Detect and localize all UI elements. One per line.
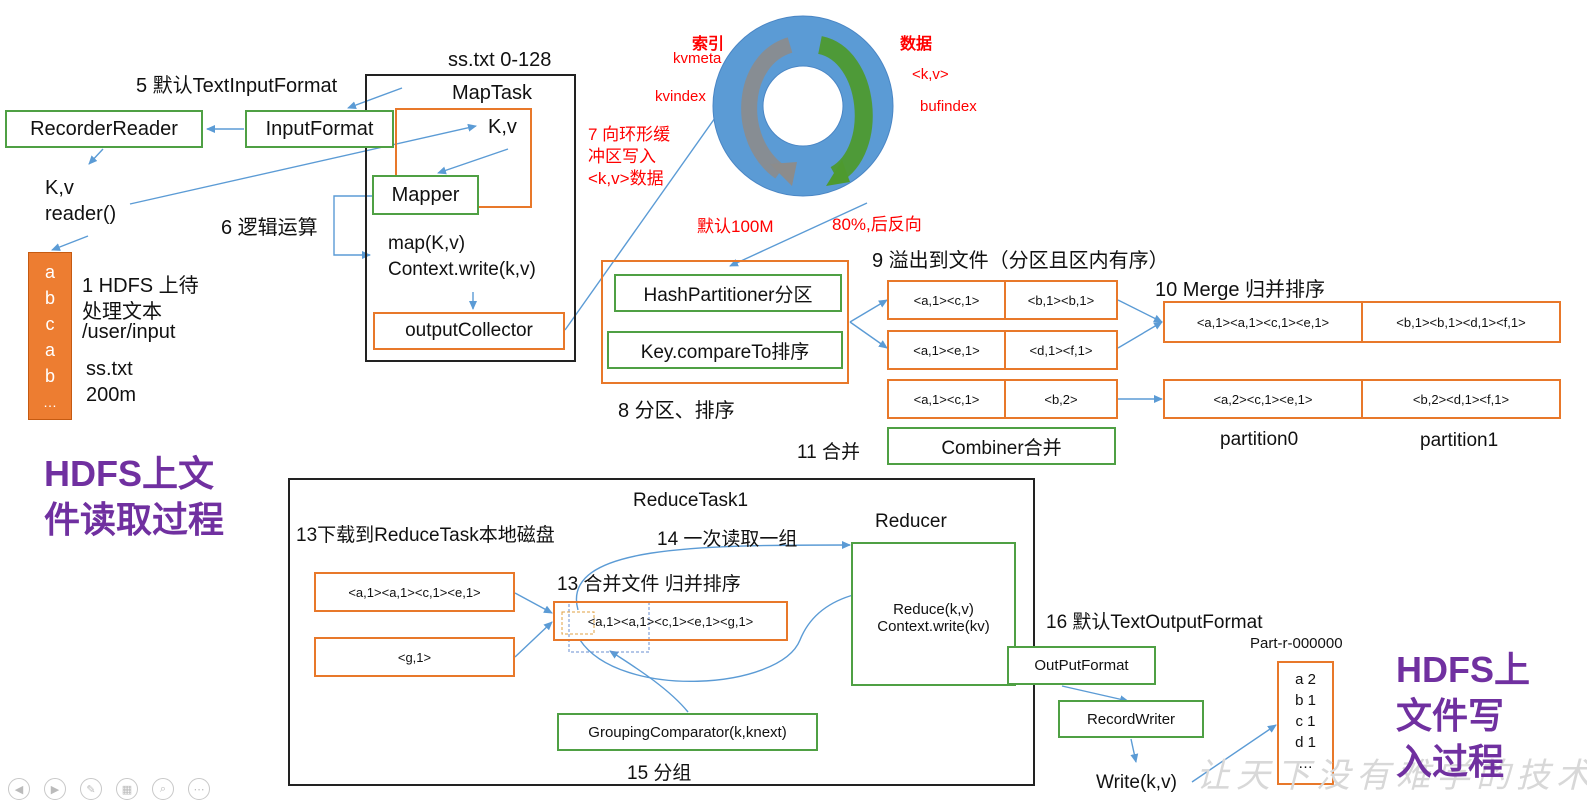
default-output-format-label: 16 默认TextOutputFormat [1046, 612, 1263, 633]
reader-call-label: reader() [45, 203, 117, 225]
write-buffer-label-1: 7 向环形缓 [588, 125, 671, 144]
grouping-comparator-box: GroupingComparator(k,knext) [557, 713, 818, 751]
part-line: … [1298, 755, 1313, 772]
map-call-label: map(K,v) [388, 233, 466, 254]
hdfs-note-line3: /user/input [82, 321, 176, 343]
file-size-label: 200m [86, 384, 137, 406]
data-label: 数据 [900, 36, 933, 53]
more-options-icon[interactable]: ⋯ [188, 778, 210, 800]
recorder-reader-box: RecorderReader [5, 110, 203, 148]
kvindex-label: kvindex [655, 88, 706, 105]
spill-cell: <b,2> [1004, 379, 1118, 419]
slides-grid-icon[interactable]: ▦ [116, 778, 138, 800]
merge-cell: <b,1><b,1><d,1><f,1> [1361, 301, 1561, 343]
write-process-title-1: HDFS上 [1396, 649, 1530, 690]
reducer-box: Reduce(k,v) Context.write(kv) [851, 542, 1016, 686]
next-slide-icon[interactable]: ▶ [44, 778, 66, 800]
key-compare-box: Key.compareTo排序 [607, 331, 843, 369]
part-line: a 2 [1295, 671, 1316, 688]
part-line: d 1 [1295, 734, 1316, 751]
file-letter: b [44, 288, 55, 308]
merge-cell: <b,2><d,1><f,1> [1361, 379, 1561, 419]
output-format-box: OutPutFormat [1007, 646, 1156, 685]
spill-cell: <a,1><c,1> [887, 379, 1006, 419]
split-label: ss.txt 0-128 [448, 49, 552, 71]
kvmeta-label: kvmeta [673, 50, 722, 67]
kv-mapper-input: K,v [488, 116, 517, 138]
reduce-context-write-label: Context.write(kv) [877, 618, 990, 635]
read-process-title-2: 件读取过程 [44, 499, 225, 540]
file-name-label: ss.txt [86, 358, 133, 380]
reverse-threshold-label: 80%,后反向 [832, 215, 922, 234]
logic-operation-label: 6 逻辑运算 [221, 217, 318, 239]
index-label: 索引 [692, 36, 725, 53]
bufindex-label: bufindex [920, 98, 977, 115]
write-process-title-2: 文件写 [1396, 695, 1505, 736]
maptask-title: MapTask [452, 82, 533, 104]
file-letter: c [45, 314, 55, 334]
write-buffer-label-2: 冲区写入 [588, 147, 656, 166]
merged-input-box: <a,1><a,1><c,1><e,1><g,1> [553, 601, 788, 641]
read-group-label: 14 一次读取一组 [657, 529, 798, 550]
reducetask-title: ReduceTask1 [633, 490, 749, 511]
spill-cell: <d,1><f,1> [1004, 330, 1118, 370]
grouping-label: 15 分组 [627, 763, 692, 784]
partition-sort-frame [601, 260, 849, 384]
merge-files-label: 13 合并文件 归并排序 [557, 574, 741, 595]
spill-cell: <a,1><e,1> [887, 330, 1006, 370]
spill-title: 9 溢出到文件（分区且区内有序） [872, 250, 1169, 272]
output-collector-box: outputCollector [373, 312, 565, 350]
reducer-title: Reducer [875, 511, 947, 532]
default-input-format-label: 5 默认TextInputFormat [136, 75, 338, 97]
reduce-input-1: <a,1><a,1><c,1><e,1> [314, 572, 515, 612]
file-letter: a [44, 340, 55, 360]
write-buffer-label-3: <k,v>数据 [588, 169, 664, 188]
hdfs-note-line1: 1 HDFS 上待 [82, 275, 199, 297]
write-process-title-3: 入过程 [1396, 741, 1505, 782]
watermark: 让天下没有难学的技术 [1196, 757, 1587, 795]
hash-partitioner-box: HashPartitioner分区 [614, 274, 842, 312]
read-process-title-1: HDFS上文 [44, 453, 214, 494]
part-file-box: a 2 b 1 c 1 d 1 … [1277, 661, 1334, 785]
file-letter: b [44, 366, 55, 386]
part-line: b 1 [1295, 692, 1316, 709]
mapper-box: Mapper [372, 175, 479, 215]
merge-cell: <a,2><c,1><e,1> [1163, 379, 1363, 419]
file-letter: … [43, 394, 57, 410]
combiner-box: Combiner合并 [887, 427, 1116, 465]
spill-cell: <b,1><b,1> [1004, 280, 1118, 320]
maptask-frame [365, 74, 576, 362]
partition1-label: partition1 [1420, 430, 1499, 451]
record-writer-box: RecordWriter [1058, 700, 1204, 738]
partition0-label: partition0 [1220, 429, 1299, 450]
file-letter: a [44, 262, 55, 282]
reduce-input-2: <g,1> [314, 637, 515, 677]
merge-title: 10 Merge 归并排序 [1155, 279, 1326, 301]
kv-reader-label: K,v [45, 177, 74, 199]
default-size-label: 默认100M [697, 217, 774, 236]
part-line: c 1 [1295, 713, 1316, 730]
input-format-box: InputFormat [245, 110, 394, 148]
kv-data-label: <k,v> [912, 66, 949, 83]
partition-sort-caption: 8 分区、排序 [618, 400, 735, 422]
write-call-label: Write(k,v) [1096, 772, 1177, 793]
download-label: 13下载到ReduceTask本地磁盘 [296, 525, 555, 546]
ring-buffer [712, 15, 894, 197]
context-write-label: Context.write(k,v) [388, 259, 536, 280]
prev-slide-icon[interactable]: ◀ [8, 778, 30, 800]
reduce-call-label: Reduce(k,v) [893, 601, 974, 618]
combine-label: 11 合并 [797, 442, 861, 463]
spill-cell: <a,1><c,1> [887, 280, 1006, 320]
hdfs-file-block: a b c a b … [28, 252, 72, 420]
hdfs-note-line2: 处理文本 [82, 301, 162, 323]
reducetask-frame [288, 478, 1035, 786]
zoom-icon[interactable]: ⌕ [152, 778, 174, 800]
pen-icon[interactable]: ✎ [80, 778, 102, 800]
part-file-label: Part-r-000000 [1250, 635, 1343, 652]
merge-cell: <a,1><a,1><c,1><e,1> [1163, 301, 1363, 343]
